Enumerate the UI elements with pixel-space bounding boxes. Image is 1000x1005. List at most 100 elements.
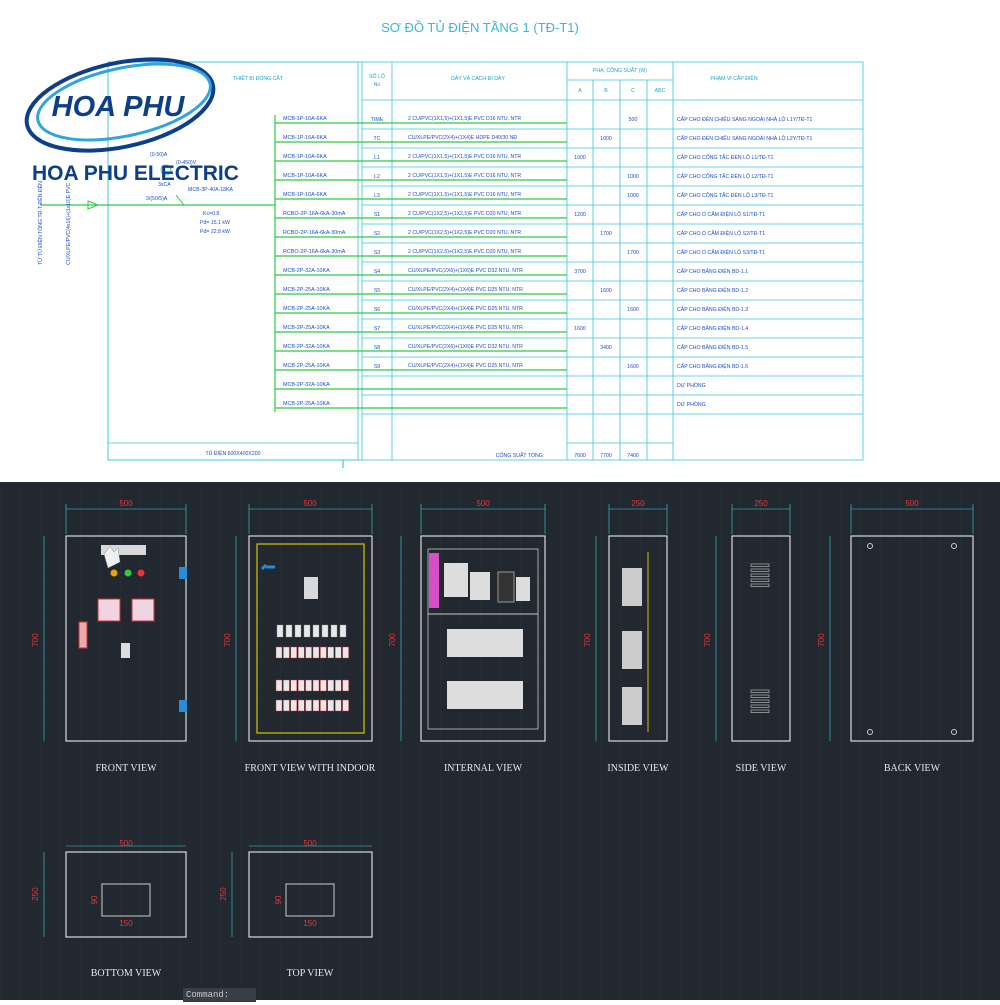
breaker-label: MCB-1P-16A-6KA bbox=[283, 135, 327, 141]
internal-view-label: INTERNAL VIEW bbox=[444, 763, 523, 774]
internal-view: 500 700 INTERNAL VIEW bbox=[388, 499, 546, 774]
single-line-diagram: SƠ ĐỒ TỦ ĐIỆN TẦNG 1 (TĐ-T1) THIẾT BỊ ĐÓ… bbox=[36, 20, 864, 468]
breaker-label: RCBO-2P-16A-6kA-30mA bbox=[283, 230, 346, 236]
side-view: 250 700 SIDE VIEW bbox=[703, 499, 791, 774]
hand-warning-icon bbox=[103, 545, 121, 569]
supply-scope: CẤP CHO CÔNG TẮC ĐÈN LỘ L3/TĐ-T1 bbox=[677, 191, 773, 199]
cable-spec: CU/XLPE/PVC(2X6)+(1X6)E PVC D32 NTU, NTR bbox=[408, 268, 523, 274]
breaker-label: MCB-2P-25A-10KA bbox=[283, 363, 330, 369]
top-view-label: TOP VIEW bbox=[287, 968, 334, 979]
design-power: Pđ= 15.1 kW bbox=[200, 220, 230, 226]
company-logo: HOA PHU HOA PHU ELECTRIC bbox=[24, 57, 239, 185]
inside-view-label: INSIDE VIEW bbox=[607, 763, 669, 774]
cad-views: 500 700 FRONT VIEW 500 700 FRONT VIEW WI… bbox=[0, 482, 1000, 1000]
supply-scope: CẤP CHO CÔNG TẮC ĐÈN LỘ L1/TĐ-T1 bbox=[677, 153, 773, 161]
main-breaker-label: MCB-3P-40A-18KA bbox=[188, 187, 234, 193]
circuit-number: L3 bbox=[374, 193, 380, 199]
internal-view-height: 700 bbox=[388, 633, 397, 647]
bottom-view-height: 250 bbox=[31, 887, 40, 901]
breaker-label: MCB-1P-10A-6KA bbox=[283, 154, 327, 160]
top-hole-width: 150 bbox=[303, 919, 317, 928]
calculated-power: Pđ= 22.8 kW bbox=[200, 229, 230, 235]
phase-b-power: 1600 bbox=[600, 288, 612, 294]
front-indoor-width: 500 bbox=[303, 499, 317, 508]
supply-scope: DỰ PHÒNG bbox=[677, 401, 706, 408]
breaker-label: MCB-2P-32A-10KA bbox=[283, 382, 330, 388]
supply-scope: CẤP CHO CÔNG TẮC ĐÈN LỘ L2/TĐ-T1 bbox=[677, 172, 773, 180]
inside-view-height: 700 bbox=[583, 633, 592, 647]
circuit-number: S7 bbox=[374, 326, 380, 332]
cable-spec: CU/XLPE/PVC(2X4)+(1X4)E PVC D25 NTU, NTR bbox=[408, 363, 523, 369]
front-view: 500 700 FRONT VIEW bbox=[31, 499, 187, 774]
circuit-number: L2 bbox=[374, 174, 380, 180]
header-phase-a: A bbox=[578, 88, 582, 94]
header-phase-c: C bbox=[631, 88, 635, 94]
cable-spec: CU/XLPE/PVC(2X4)+(1X4)E PVC D25 NTU, NTR bbox=[408, 287, 523, 293]
cable-spec: CU/XLPE/PVC(2X4)+(1X4)E HDPE D40/30 NĐ bbox=[408, 135, 517, 141]
command-line[interactable]: Command: bbox=[183, 988, 256, 1002]
supply-scope: CẤP CHO BĂNG ĐIỆN BD-1.3 bbox=[677, 305, 748, 313]
phase-b-power: 3400 bbox=[600, 345, 612, 351]
cable-spec: 2 CU/PVC(1X2,5)+(1X2,5)E PVC D20 NTU, NT… bbox=[408, 249, 521, 255]
total-phase-a: 7600 bbox=[574, 453, 586, 459]
top-view: 500 250 90 150 TOP VIEW bbox=[219, 839, 373, 979]
circuit-number: S9 bbox=[374, 364, 380, 370]
circuit-number: L1 bbox=[374, 155, 380, 161]
header-phase-abc: ABC bbox=[655, 88, 666, 94]
header-scope: PHẠM VI CẤP ĐIỆN bbox=[710, 74, 757, 82]
front-view-label: FRONT VIEW bbox=[95, 763, 157, 774]
breaker-label: MCB-2P-25A-10KA bbox=[283, 325, 330, 331]
supply-scope: CẤP CHO Ổ CẮM ĐIỆN LỘ S3/TĐ-T1 bbox=[677, 248, 765, 256]
cabinet-size-label: TỦ ĐIỆN 600X400X200 bbox=[205, 449, 260, 457]
circuit-row: MCB-2P-32A-10KA DỰ PHÒNG bbox=[275, 382, 863, 396]
total-phase-b: 7700 bbox=[600, 453, 612, 459]
supply-scope: CẤP CHO BĂNG ĐIỆN BD-1.2 bbox=[677, 286, 748, 294]
internal-view-width: 500 bbox=[476, 499, 490, 508]
breaker-label: RCBO-2P-16A-6kA-30mA bbox=[283, 249, 346, 255]
front-indoor-height: 700 bbox=[223, 633, 232, 647]
cable-spec: 2 CU/PVC(1X1,5)+(1X1,5)E PVC D16 NTU, NT… bbox=[408, 154, 521, 160]
circuit-row: MCB-1P-10A-6KA L1 2 CU/PVC(1X1,5)+(1X1,5)E… bbox=[275, 153, 863, 168]
phase-b-power: 1000 bbox=[600, 136, 612, 142]
phase-c-power: 500 bbox=[629, 117, 638, 123]
supply-scope: CẤP CHO ĐÈN CHIẾU SÁNG NGOÀI NHÀ LỘ L2Y/… bbox=[677, 135, 812, 142]
side-view-width: 250 bbox=[754, 499, 768, 508]
header-circuit-no: SỐ LỘ bbox=[369, 73, 385, 80]
top-hole-height: 90 bbox=[274, 895, 283, 904]
total-power-label: CÔNG SUẤT TỔNG: bbox=[496, 452, 545, 459]
bottom-view-label: BOTTOM VIEW bbox=[91, 968, 162, 979]
equipment-section bbox=[107, 61, 359, 461]
supply-scope: DỰ PHÒNG bbox=[677, 382, 706, 389]
supply-scope: CẤP CHO Ổ CẮM ĐIỆN LỘ S2/TĐ-T1 bbox=[677, 229, 765, 237]
bottom-view-width: 500 bbox=[119, 839, 133, 848]
logo-company-name: HOA PHU ELECTRIC bbox=[32, 162, 239, 185]
phase-a-power: 3700 bbox=[574, 269, 586, 275]
breaker-label: MCB-2P-32A-10KA bbox=[283, 268, 330, 274]
cable-spec: CU/XLPE/PVC(2X6)+(1X6)E PVC D32 NTU, NTR bbox=[408, 344, 523, 350]
back-view-label: BACK VIEW bbox=[884, 763, 941, 774]
inside-view: 250 700 INSIDE VIEW bbox=[583, 499, 669, 774]
ct-label: (0-50)A bbox=[150, 152, 168, 158]
front-view-height: 700 bbox=[31, 633, 40, 647]
circuit-row: MCB-2P-25A-10KA S9 CU/XLPE/PVC(2X4)+(1X4)E… bbox=[275, 362, 863, 377]
side-view-height: 700 bbox=[703, 633, 712, 647]
phase-c-power: 1600 bbox=[627, 307, 639, 313]
header-circuit-no-sub: No bbox=[374, 82, 381, 88]
header-phase-power: PHA, CÔNG SUẤT (W) bbox=[593, 67, 647, 74]
incoming-feeder-cable: CU/XLPE/PVC(4x16)+(1x10)E PVC bbox=[66, 182, 72, 265]
phase-a-power: 1000 bbox=[574, 155, 586, 161]
breaker-label: MCB-1P-10A-6KA bbox=[283, 173, 327, 179]
cad-drawing-panel: 500 700 FRONT VIEW 500 700 FRONT VIEW WI… bbox=[0, 482, 1000, 1000]
single-line-diagram-panel: SƠ ĐỒ TỦ ĐIỆN TẦNG 1 (TĐ-T1) THIẾT BỊ ĐÓ… bbox=[0, 0, 1000, 482]
supply-scope: CẤP CHO ĐÈN CHIẾU SÁNG NGOÀI NHÀ LỘ L1Y/… bbox=[677, 116, 812, 123]
